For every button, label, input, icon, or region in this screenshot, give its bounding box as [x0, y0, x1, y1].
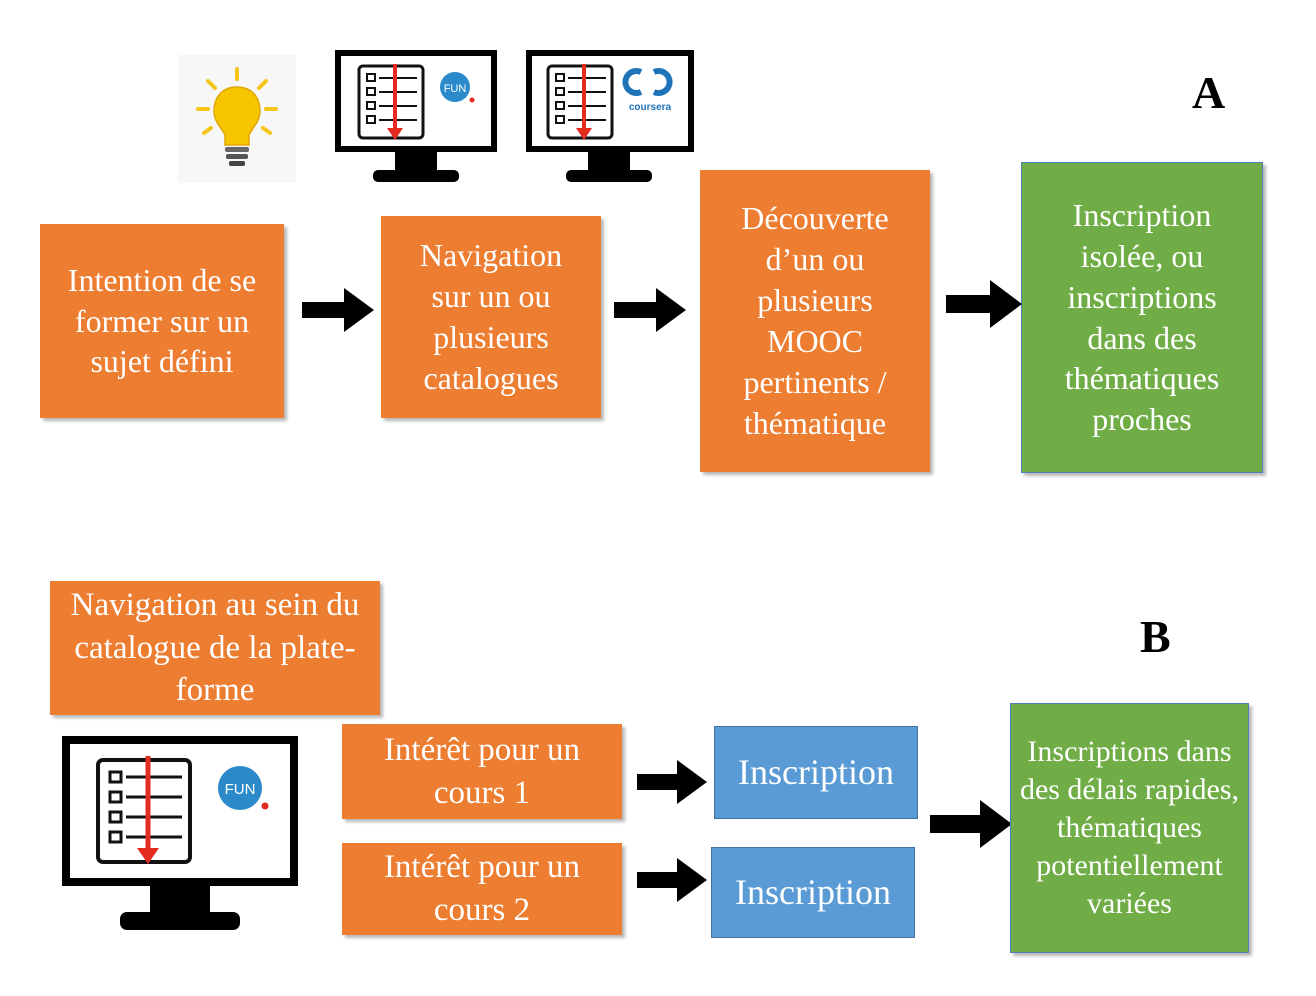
arrow-a2 [614, 288, 686, 332]
interest-course-1: Intérêt pour un cours 1 [342, 724, 622, 819]
fun-logo-text: FUN [444, 83, 467, 95]
monitor-fun-icon: FUN [335, 50, 497, 182]
arrow-b3 [930, 800, 1012, 848]
arrow-a3 [946, 280, 1022, 328]
arrow-a1 [302, 288, 374, 332]
inscription-box-1: Inscription [714, 726, 918, 819]
coursera-logo-text: coursera [629, 102, 672, 113]
arrow-b1 [637, 760, 707, 804]
step-decouverte-text: Découverte d’un ou plusieurs MOOC pertin… [741, 200, 889, 441]
interest-course-2: Intérêt pour un cours 2 [342, 843, 622, 935]
interest-course-1-text: Intérêt pour un cours 1 [383, 731, 581, 811]
step-decouverte: Découverte d’un ou plusieurs MOOC pertin… [700, 170, 930, 472]
inscription-box-2-text: Inscription [735, 872, 891, 913]
navigation-header-text: Navigation au sein du catalogue de la pl… [70, 586, 360, 709]
monitor-fun-large-icon: FUN [62, 736, 298, 930]
inscription-box-2: Inscription [711, 847, 915, 938]
arrow-b2 [637, 858, 707, 902]
result-inscriptions-text: Inscriptions dans des délais rapides, th… [1019, 734, 1240, 921]
lightbulb-icon [178, 55, 296, 183]
inscription-box-1-text: Inscription [738, 752, 894, 793]
section-b-label: B [1140, 611, 1171, 662]
step-inscription: Inscription isolée, ou inscriptions dans… [1021, 162, 1263, 473]
step-intention-text: Intention de se former sur un sujet défi… [67, 261, 257, 380]
result-inscriptions: Inscriptions dans des délais rapides, th… [1010, 703, 1249, 953]
monitor-coursera-icon: coursera [526, 50, 694, 182]
navigation-header: Navigation au sein du catalogue de la pl… [50, 581, 380, 715]
step-inscription-text: Inscription isolée, ou inscriptions dans… [1064, 196, 1220, 438]
step-intention: Intention de se former sur un sujet défi… [40, 224, 284, 418]
section-a-label: A [1192, 67, 1226, 118]
step-navigation-text: Navigation sur un ou plusieurs catalogue… [419, 237, 563, 396]
fun-logo-large-text: FUN [225, 781, 256, 798]
step-navigation: Navigation sur un ou plusieurs catalogue… [381, 216, 601, 418]
interest-course-2-text: Intérêt pour un cours 2 [383, 849, 581, 928]
